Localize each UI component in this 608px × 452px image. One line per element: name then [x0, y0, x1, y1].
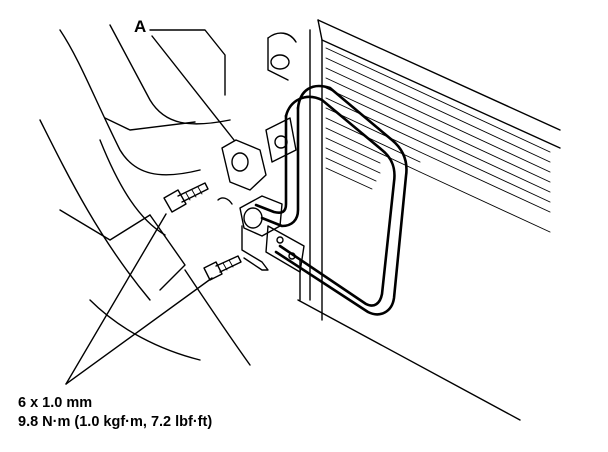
bolt-icon [163, 182, 242, 281]
condenser-icon [267, 19, 561, 421]
bracket-icon [217, 117, 305, 273]
leader-lines [65, 35, 235, 385]
bolt-torque-label: 9.8 N·m (1.0 kgf·m, 7.2 lbf·ft) [18, 414, 212, 430]
callout-label-a: A [134, 17, 146, 36]
pipe-icon [254, 84, 408, 316]
bolt-size-label: 6 x 1.0 mm [18, 395, 92, 411]
body-panel-lines [39, 24, 251, 366]
